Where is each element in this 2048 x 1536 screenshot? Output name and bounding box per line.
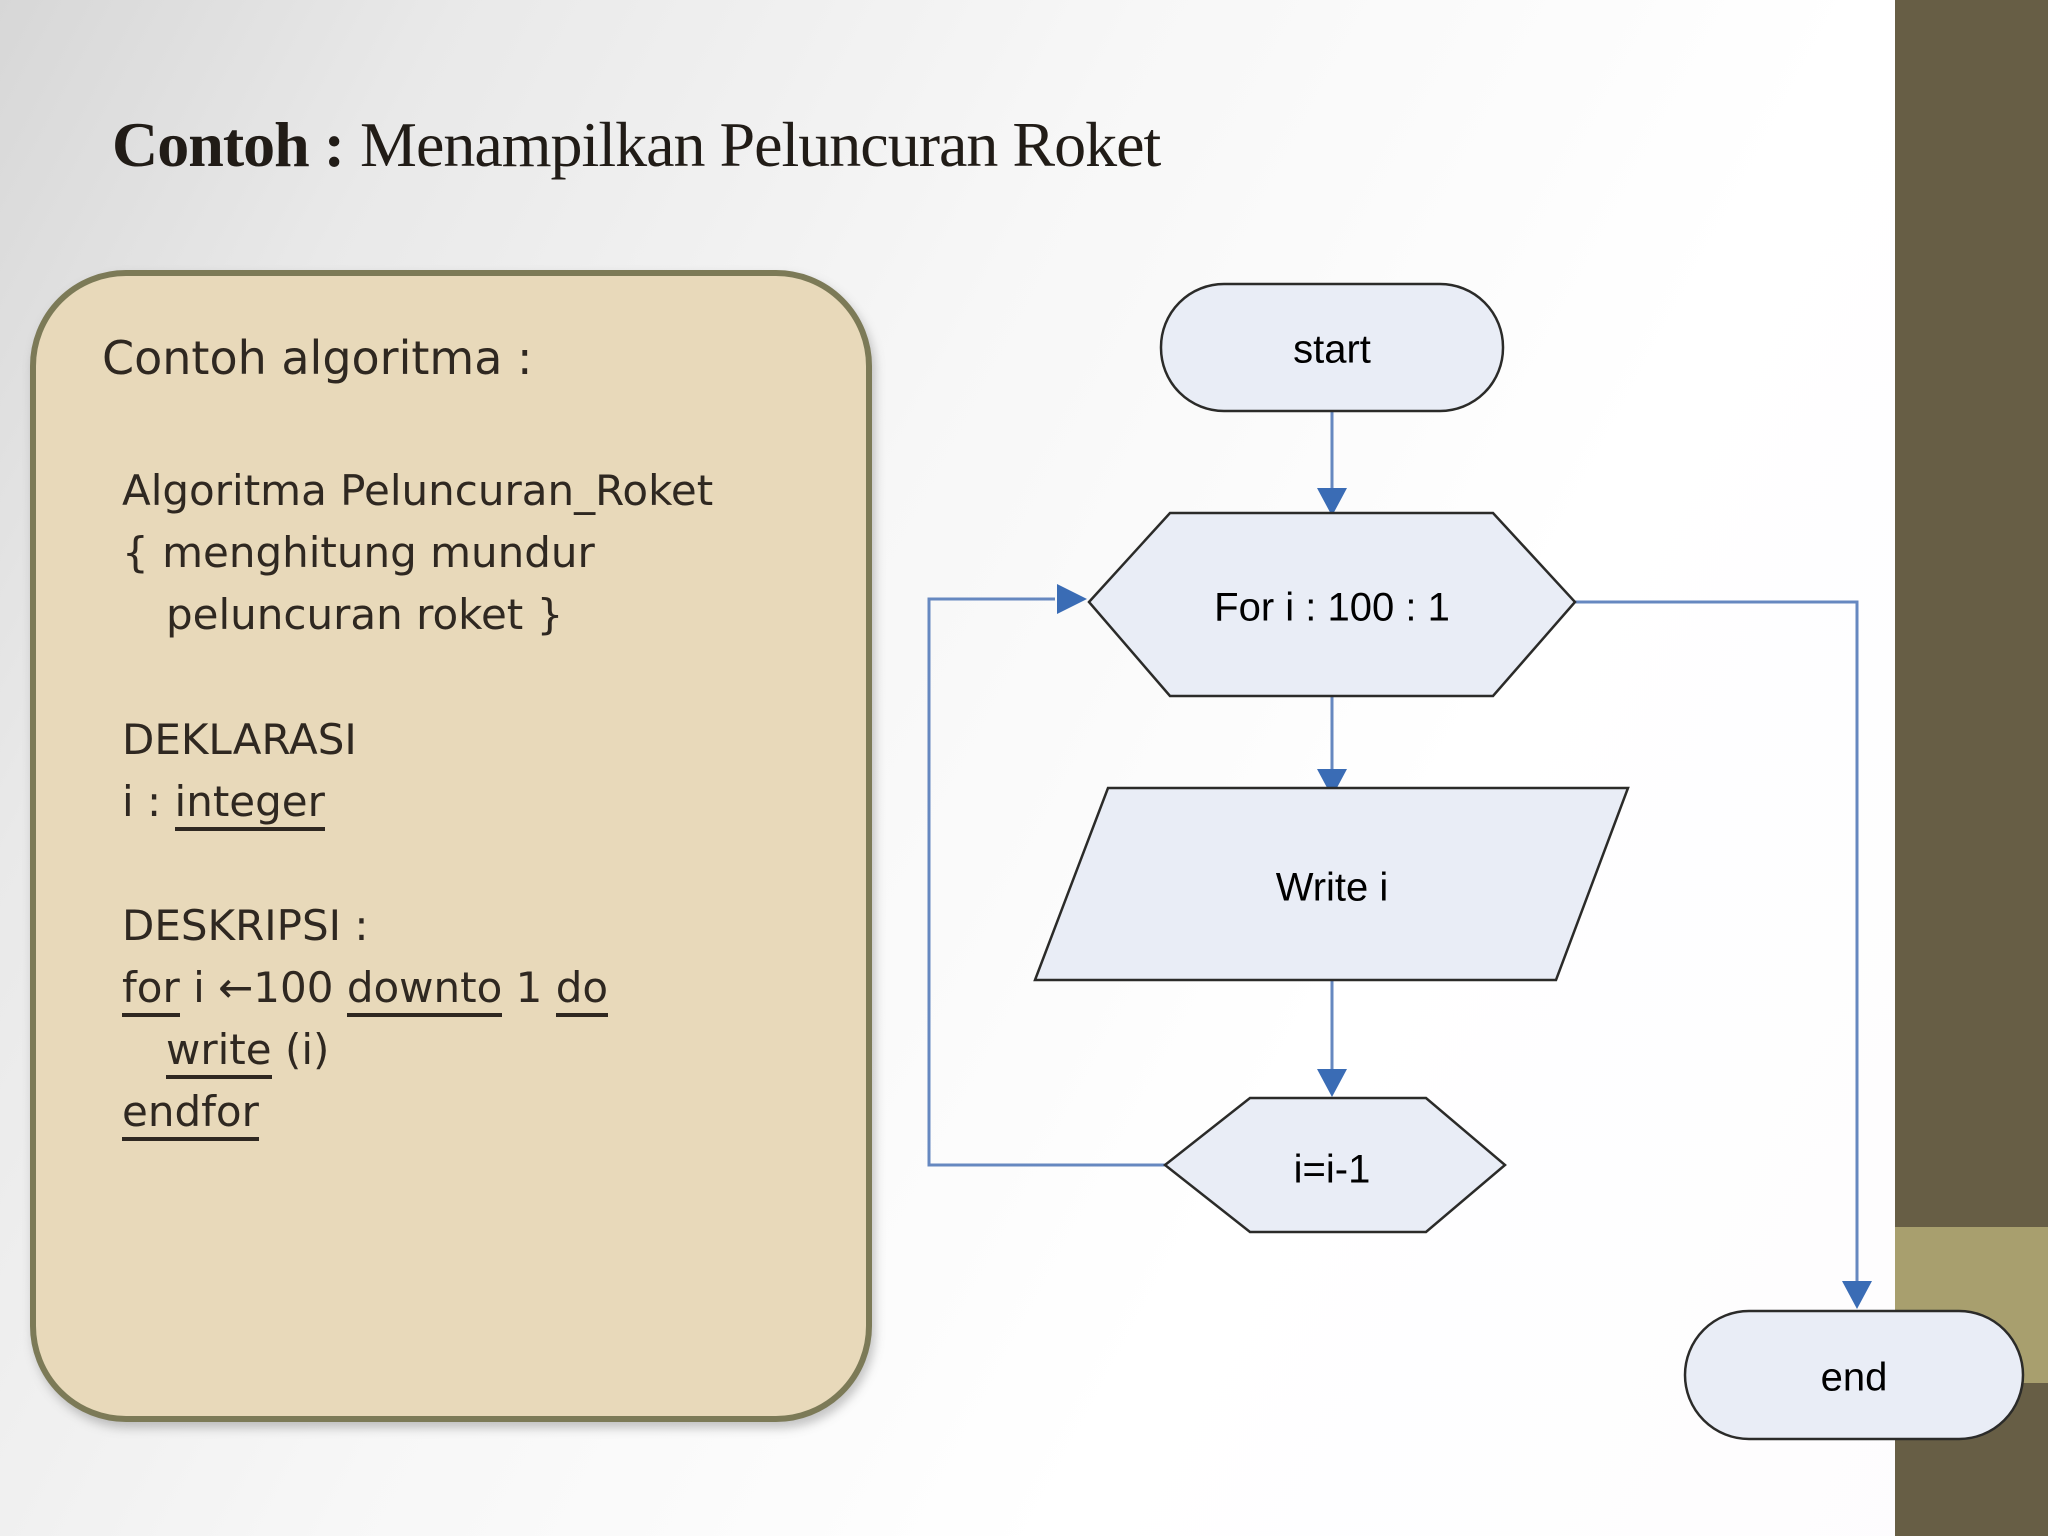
slide-title: Contoh :Menampilkan Peluncuran Roket [112, 108, 1161, 182]
downto-keyword: downto [346, 963, 503, 1018]
algorithm-box: Contoh algoritma : Algoritma Peluncuran_… [30, 270, 872, 1422]
algorithm-line-for: for i ←100 downto 1 do [122, 957, 830, 1019]
write-arg: (i) [271, 1025, 330, 1075]
algorithm-line-deklarasi: DEKLARASI [122, 714, 357, 764]
decl-prefix: i : [122, 776, 175, 826]
decrement-hexagon-label: i=i-1 [1294, 1148, 1371, 1192]
arrowhead-loop-back [1057, 584, 1087, 614]
for-keyword: for [122, 963, 180, 1018]
start-terminator-label: start [1293, 328, 1371, 372]
endfor-keyword: endfor [122, 1087, 259, 1142]
decl-type: integer [174, 776, 325, 831]
algorithm-line-comment-close: peluncuran roket } [166, 590, 564, 640]
do-keyword: do [555, 963, 609, 1018]
for-loop-hexagon-label: For i : 100 : 1 [1214, 586, 1450, 630]
arrowhead-start-to-for [1317, 488, 1347, 516]
algorithm-box-heading: Contoh algoritma : [102, 331, 533, 385]
arrowhead-for-to-write [1317, 769, 1347, 797]
algorithm-line-write: write (i) [166, 1019, 830, 1081]
slide-title-lead: Contoh : [112, 109, 345, 180]
algorithm-line-endfor: endfor [122, 1081, 830, 1143]
downto-middle: 1 [502, 963, 556, 1013]
end-terminator-label: end [1821, 1356, 1888, 1400]
algorithm-line-comment-open: { menghitung mundur [122, 528, 595, 578]
for-middle: i ←100 [179, 963, 347, 1013]
start-terminator-shape [1159, 282, 1505, 413]
connector-for-to-end [1575, 600, 1859, 1281]
algorithm-line-deskripsi: DESKRIPSI : [122, 900, 369, 950]
decrement-hexagon-shape [1162, 1096, 1507, 1234]
write-parallelogram-shape [1033, 786, 1630, 982]
for-loop-hexagon-shape [1087, 511, 1577, 698]
algorithm-line-declaration: i : integer [122, 771, 830, 833]
algorithm-line-title: Algoritma Peluncuran_Roket [122, 466, 714, 516]
arrowhead-write-to-decrement [1317, 1069, 1347, 1097]
write-keyword: write [166, 1025, 272, 1080]
slide-title-rest: Menampilkan Peluncuran Roket [360, 109, 1161, 180]
connector-loop-back [927, 597, 1165, 1167]
write-parallelogram-label: Write i [1276, 866, 1389, 910]
arrowhead-for-to-end [1842, 1281, 1872, 1309]
end-terminator-shape [1683, 1309, 2025, 1441]
